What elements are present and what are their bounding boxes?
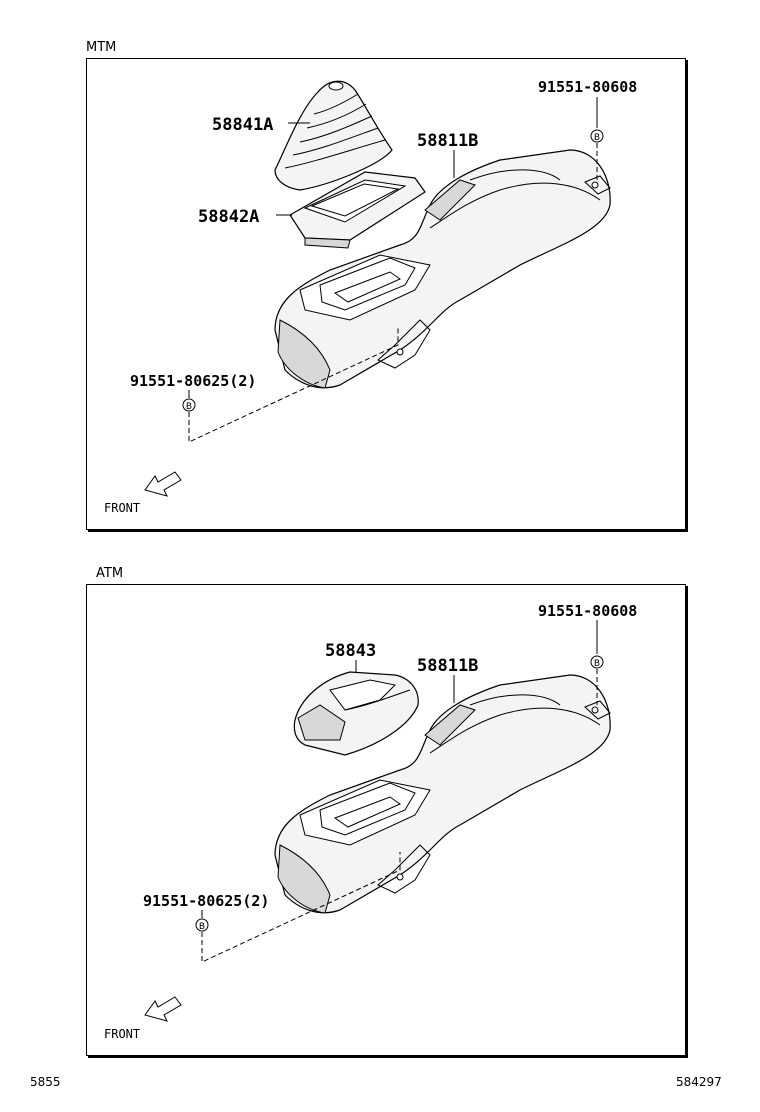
footer-right-code: 584297 xyxy=(676,1075,722,1089)
section-label-atm: ATM xyxy=(96,566,124,581)
console-body-atm xyxy=(274,674,611,914)
dashed-line-screw-bottom-atm xyxy=(201,852,401,963)
cover-58843 xyxy=(293,671,419,756)
part-number-screw-top-mtm: 91551-80608 xyxy=(538,78,637,96)
part-number-screw-top-atm: 91551-80608 xyxy=(538,602,637,620)
bezel-58842a xyxy=(289,171,426,249)
shift-boot-58841a xyxy=(274,80,393,191)
footer-left-code: 5855 xyxy=(30,1075,61,1089)
part-number-screw-bottom-atm: 91551-80625(2) xyxy=(143,892,269,910)
marker-b-bottom-mtm xyxy=(182,398,196,412)
front-arrow-icon-atm xyxy=(144,996,182,1022)
part-number-58843: 58843 xyxy=(325,641,376,661)
section-label-mtm: MTM xyxy=(86,40,117,55)
marker-b-bottom-atm xyxy=(195,918,209,932)
part-number-screw-bottom-mtm: 91551-80625(2) xyxy=(130,372,256,390)
marker-b-top-atm-label: B xyxy=(594,659,600,669)
front-label-mtm: FRONT xyxy=(104,501,140,515)
front-arrow-icon-mtm xyxy=(144,471,182,497)
marker-b-top-mtm-label: B xyxy=(594,133,600,143)
marker-b-bottom-atm-label: B xyxy=(199,922,205,932)
part-number-58811b-mtm: 58811B xyxy=(417,131,478,151)
marker-b-top-atm xyxy=(590,655,604,669)
console-body-mtm xyxy=(274,149,611,389)
part-number-58811b-atm: 58811B xyxy=(417,656,478,676)
dashed-line-screw-bottom-mtm xyxy=(188,328,399,443)
part-number-58842a: 58842A xyxy=(198,207,259,227)
marker-b-top-mtm xyxy=(590,129,604,143)
part-number-58841a: 58841A xyxy=(212,115,273,135)
marker-b-bottom-mtm-label: B xyxy=(186,402,192,412)
front-label-atm: FRONT xyxy=(104,1027,140,1041)
